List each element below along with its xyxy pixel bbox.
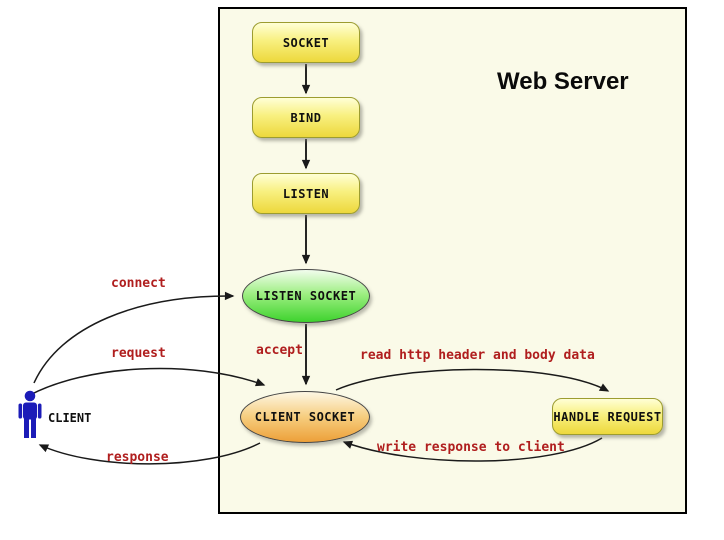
node-listen: LISTEN [252,173,360,214]
node-bind: BIND [252,97,360,138]
node-handle-request: HANDLE REQUEST [552,398,663,435]
edge-label-response: response [106,450,169,465]
edge-label-connect: connect [111,276,166,291]
node-listen-socket: LISTEN SOCKET [242,269,370,323]
diagram-title: Web Server [497,68,629,95]
edge-label-request: request [111,346,166,361]
edge-label-accept: accept [256,343,303,358]
node-socket: SOCKET [252,22,360,63]
edge-label-read-http: read http header and body data [360,348,595,363]
client-person-icon [18,390,42,438]
edge-label-write-response: write response to client [377,440,565,455]
edge-connect-arrow [33,291,235,384]
node-client-socket: CLIENT SOCKET [240,391,370,443]
node-client-label: CLIENT [48,411,92,425]
